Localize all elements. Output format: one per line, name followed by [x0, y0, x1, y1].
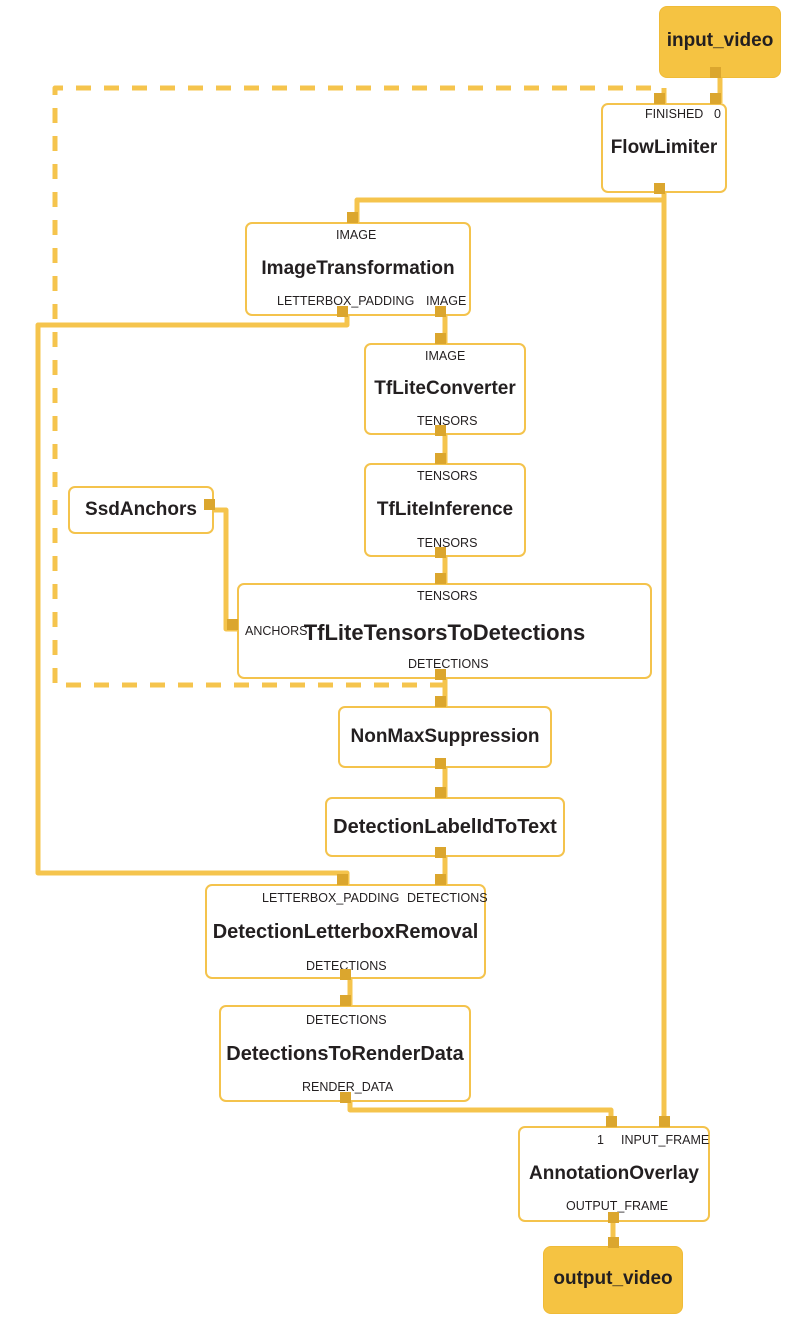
- port-tflitetensors-in-anchors[interactable]: [226, 618, 238, 630]
- edge-ssdanchors-to-tflitetensors-anchors: [214, 507, 237, 632]
- port-label-detections_to_render_data-render_data: RENDER_DATA: [302, 1080, 394, 1094]
- node-detections_to_render_data[interactable]: DetectionsToRenderData: [219, 1005, 471, 1102]
- port-label-flow_limiter-0: 0: [714, 107, 721, 121]
- port-label-annotation_overlay-1: 1: [597, 1133, 604, 1147]
- port-input-video-out[interactable]: [709, 66, 721, 78]
- node-label-detection_label_id_to_text: DetectionLabelIdToText: [333, 816, 557, 838]
- port-tflitetensors-in-tensors[interactable]: [434, 572, 446, 584]
- node-label-output_video: output_video: [553, 1268, 673, 1289]
- node-flow_limiter[interactable]: FlowLimiter: [601, 103, 727, 193]
- node-label-input_video: input_video: [666, 30, 774, 51]
- port-label-tflite_converter-image: IMAGE: [425, 349, 466, 363]
- port-renderdata-out[interactable]: [339, 1091, 351, 1103]
- port-label-image_transformation-image: IMAGE: [336, 228, 377, 242]
- port-label-tflite_tensors_to_detections-detections: DETECTIONS: [408, 657, 489, 671]
- node-label-ssd_anchors: SsdAnchors: [85, 499, 197, 520]
- port-outputvideo-in[interactable]: [607, 1236, 619, 1248]
- port-annotationoverlay-out[interactable]: [607, 1211, 619, 1223]
- node-ssd_anchors[interactable]: SsdAnchors: [68, 486, 214, 534]
- port-label-tflite_inference-tensors: TENSORS: [417, 536, 478, 550]
- node-detection_label_id_to_text[interactable]: DetectionLabelIdToText: [325, 797, 565, 857]
- port-tfliteconverter-out-tensors[interactable]: [434, 424, 446, 436]
- port-letterboxremoval-in-detections[interactable]: [434, 873, 446, 885]
- node-label-tflite_tensors_to_detections: TfLiteTensorsToDetections: [303, 620, 586, 645]
- node-label-non_max_suppression: NonMaxSuppression: [350, 726, 540, 747]
- port-label-image_transformation-letterbox_padding: LETTERBOX_PADDING: [277, 294, 415, 308]
- port-label-tflite_inference-tensors: TENSORS: [417, 469, 478, 483]
- port-labelid-out[interactable]: [434, 846, 446, 858]
- port-annotationoverlay-in-inputframe[interactable]: [658, 1115, 670, 1127]
- port-tfliteinference-out-tensors[interactable]: [434, 546, 446, 558]
- port-labelid-in[interactable]: [434, 786, 446, 798]
- node-tflite_converter[interactable]: TfLiteConverter: [364, 343, 526, 435]
- port-label-detection_letterbox_removal-detections: DETECTIONS: [407, 891, 488, 905]
- port-imagetransformation-out-letterbox[interactable]: [336, 305, 348, 317]
- port-annotationoverlay-in-1[interactable]: [605, 1115, 617, 1127]
- node-label-annotation_overlay: AnnotationOverlay: [529, 1163, 699, 1184]
- edge-flowlimiter-to-imagetransformation: [354, 193, 667, 222]
- port-flowlimiter-in-finished[interactable]: [653, 92, 665, 104]
- port-imagetransformation-out-image[interactable]: [434, 305, 446, 317]
- port-label-annotation_overlay-output_frame: OUTPUT_FRAME: [566, 1199, 669, 1213]
- port-letterboxremoval-out-detections[interactable]: [339, 968, 351, 980]
- port-label-detection_letterbox_removal-detections: DETECTIONS: [306, 959, 387, 973]
- node-non_max_suppression[interactable]: NonMaxSuppression: [338, 706, 552, 768]
- edge-renderdata-to-annotationoverlay-1: [347, 1102, 614, 1126]
- node-image_transformation[interactable]: ImageTransformation: [245, 222, 471, 316]
- port-letterboxremoval-in-letterbox[interactable]: [336, 873, 348, 885]
- port-label-tflite_converter-tensors: TENSORS: [417, 414, 478, 428]
- node-label-flow_limiter: FlowLimiter: [610, 137, 718, 158]
- port-tfliteinference-in-tensors[interactable]: [434, 452, 446, 464]
- node-label-image_transformation: ImageTransformation: [261, 258, 455, 279]
- port-tflitetensors-out-detections[interactable]: [434, 668, 446, 680]
- node-output_video[interactable]: output_video: [543, 1246, 683, 1314]
- node-label-tflite_converter: TfLiteConverter: [374, 378, 516, 399]
- port-flowlimiter-out[interactable]: [653, 182, 665, 194]
- port-label-tflite_tensors_to_detections-anchors: ANCHORS: [245, 624, 308, 638]
- node-label-detections_to_render_data: DetectionsToRenderData: [226, 1042, 464, 1065]
- port-nonmax-out[interactable]: [434, 757, 446, 769]
- port-label-flow_limiter-finished: FINISHED: [645, 107, 704, 121]
- port-label-image_transformation-image: IMAGE: [426, 294, 467, 308]
- port-tfliteconverter-in-image[interactable]: [434, 332, 446, 344]
- port-renderdata-in-detections[interactable]: [339, 994, 351, 1006]
- node-input_video[interactable]: input_video: [659, 6, 781, 78]
- port-flowlimiter-in-0[interactable]: [709, 92, 721, 104]
- port-ssdanchors-out[interactable]: [203, 498, 215, 510]
- port-label-detection_letterbox_removal-letterbox_padding: LETTERBOX_PADDING: [262, 891, 400, 905]
- port-label-detections_to_render_data-detections: DETECTIONS: [306, 1013, 387, 1027]
- node-label-tflite_inference: TfLiteInference: [376, 499, 514, 520]
- port-imagetransformation-in-image[interactable]: [346, 211, 358, 223]
- port-label-annotation_overlay-input_frame: INPUT_FRAME: [621, 1133, 710, 1147]
- port-label-tflite_tensors_to_detections-tensors: TENSORS: [417, 589, 478, 603]
- node-annotation_overlay[interactable]: AnnotationOverlay: [518, 1126, 710, 1222]
- node-label-detection_letterbox_removal: DetectionLetterboxRemoval: [212, 920, 479, 943]
- port-nonmax-in[interactable]: [434, 695, 446, 707]
